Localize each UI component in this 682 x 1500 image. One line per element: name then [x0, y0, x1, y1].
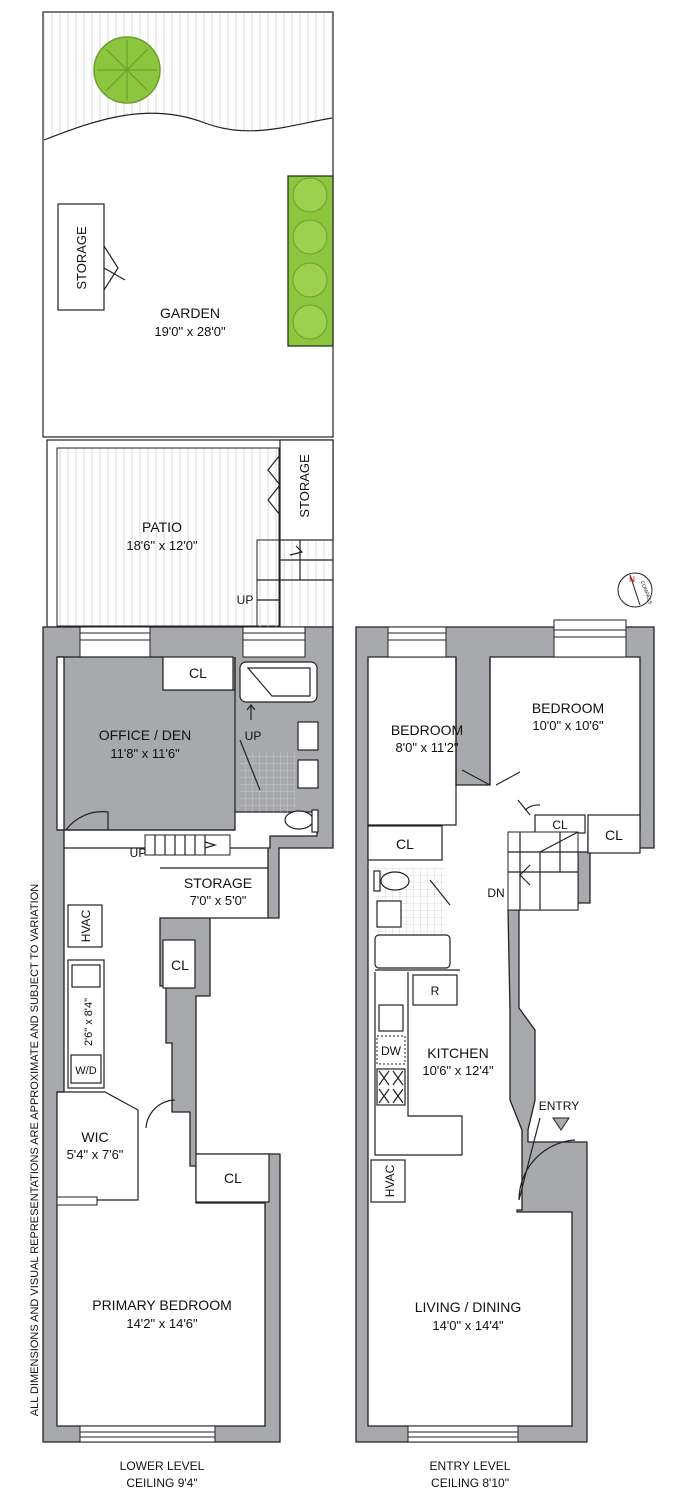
- washer-dryer: [70, 1054, 102, 1084]
- stove-icon: [376, 1068, 406, 1106]
- dishwasher-label: DW: [381, 1044, 402, 1058]
- lower-caption-ceiling: CEILING 9'4": [126, 1476, 197, 1490]
- disclaimer-text: ALL DIMENSIONS AND VISUAL REPRESENTATION…: [29, 884, 41, 1416]
- compass-icon: N COMPASS: [617, 572, 653, 608]
- hall-closet: [162, 939, 196, 989]
- office-closet-label: CL: [189, 665, 207, 681]
- vanity-1: [297, 721, 319, 751]
- entry-hvac: [370, 1159, 406, 1203]
- closet-a-label: CL: [396, 836, 414, 852]
- entry-toilet: [380, 871, 410, 891]
- patio-stairs: [256, 539, 334, 628]
- patio-name: PATIO: [142, 519, 182, 535]
- bathtub: [239, 661, 318, 703]
- entry-arrow-icon: [552, 1117, 570, 1131]
- entry-bathtub: [374, 934, 451, 969]
- office-dims: 11'8" x 11'6": [110, 746, 180, 761]
- patio-storage-label: STORAGE: [297, 454, 312, 518]
- entry-hvac-label: HVAC: [383, 1164, 397, 1197]
- kitchen-name: KITCHEN: [427, 1045, 488, 1061]
- living-dims: 14'0" x 14'4": [432, 1318, 504, 1333]
- kitchen-sink: [378, 1004, 404, 1032]
- vanity-2: [297, 759, 319, 789]
- toilet: [284, 810, 314, 830]
- compass-north: N: [629, 575, 635, 584]
- fridge-label: R: [431, 984, 440, 998]
- patio-stair-label: UP: [237, 593, 254, 607]
- lower-hvac: [67, 904, 103, 948]
- wic-name: WIC: [81, 1129, 108, 1145]
- bedroom-closet-c: [587, 814, 641, 854]
- kitchen-dims: 10'6" x 12'4": [422, 1063, 494, 1078]
- entry-caption-level: ENTRY LEVEL: [430, 1459, 511, 1473]
- patio-area: STORAGE UP PATIO 18'6" x 12'0": [46, 439, 334, 628]
- entry-level-plan: HVAC: [355, 619, 655, 1443]
- hall-stair-label: UP: [130, 846, 147, 860]
- closet-c-label: CL: [605, 827, 623, 843]
- dishwasher: [376, 1035, 406, 1065]
- wic-dims: 5'4" x 7'6": [67, 1147, 124, 1162]
- laundry-dims: 2'6" x 8'4": [83, 998, 95, 1046]
- entry-sink: [376, 900, 402, 928]
- office-name: OFFICE / DEN: [99, 727, 192, 743]
- bedroom-closet-a: [367, 825, 443, 861]
- bedroom1-dims: 8'0" x 11'2": [395, 740, 458, 755]
- planter-box: [287, 175, 334, 347]
- garden-dims: 19'0" x 28'0": [154, 324, 226, 339]
- office-closet: [162, 656, 234, 691]
- entry-caption-ceiling: CEILING 8'10": [431, 1476, 509, 1490]
- garden-storage-shed: STORAGE: [57, 203, 126, 311]
- lower-caption-level: LOWER LEVEL: [120, 1459, 205, 1473]
- garden-area: STORAGE GARDEN 19'0" x 28'0": [42, 11, 334, 438]
- storage-dims: 7'0" x 5'0": [190, 893, 247, 908]
- lower-interior-stairs: [144, 834, 231, 856]
- garden-name: GARDEN: [160, 305, 220, 321]
- closet-b-label: CL: [552, 818, 568, 832]
- stair-dn-label: DN: [487, 886, 504, 900]
- primary-closet: [195, 1153, 270, 1203]
- living-name: LIVING / DINING: [415, 1299, 522, 1315]
- primary-dims: 14'2" x 14'6": [126, 1316, 198, 1331]
- lower-level-plan: UP UP STORAGE 7'0" x 5'0" CL HVAC W/D 2'…: [42, 626, 334, 1443]
- entry-stairs: [507, 831, 579, 911]
- primary-name: PRIMARY BEDROOM: [92, 1297, 232, 1313]
- lower-hvac-label: HVAC: [79, 909, 93, 942]
- wd-label: W/D: [75, 1065, 96, 1077]
- garden-storage-label: STORAGE: [74, 226, 89, 290]
- patio-storage: STORAGE: [267, 439, 334, 541]
- bedroom1-name: BEDROOM: [391, 722, 463, 738]
- primary-closet-label: CL: [224, 1170, 242, 1186]
- bath-stair-label: UP: [245, 729, 262, 743]
- refrigerator: [412, 974, 458, 1006]
- entry-label: ENTRY: [539, 1099, 579, 1113]
- storage-name: STORAGE: [184, 875, 252, 891]
- hall-closet-label: CL: [171, 957, 189, 973]
- bedroom2-dims: 10'0" x 10'6": [532, 718, 604, 733]
- bedroom2-name: BEDROOM: [532, 700, 604, 716]
- patio-dims: 18'6" x 12'0": [126, 538, 198, 553]
